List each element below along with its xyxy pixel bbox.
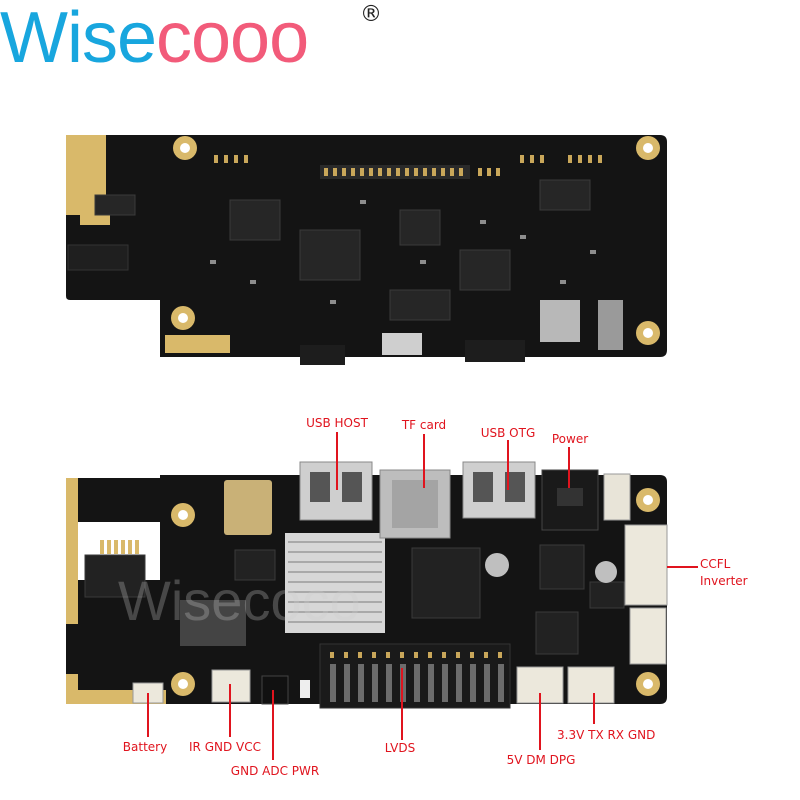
mounting-hole-icon (171, 503, 195, 527)
callout-lines (147, 432, 698, 760)
mounting-hole-icon (636, 321, 660, 345)
label-inverter: Inverter (700, 574, 748, 588)
mounting-hole-icon (636, 488, 660, 512)
pcb-bottom-side (66, 135, 667, 365)
lvds-connector (319, 643, 511, 709)
label-tf-card: TF card (401, 418, 447, 432)
label-lvds: LVDS (384, 741, 416, 755)
label-power: Power (551, 432, 589, 446)
registered-mark: ® (360, 2, 382, 27)
label-ir-gnd-vcc: IR GND VCC (189, 740, 261, 754)
label-5v-dm-dpg: 5V DM DPG (506, 753, 576, 767)
mounting-hole-icon (171, 306, 195, 330)
label-gnd-adc-pwr: GND ADC PWR (230, 764, 320, 778)
label-ccfl: CCFL (700, 557, 731, 571)
logo-text-pink: cooo (156, 0, 309, 78)
usb-otg-port (462, 461, 536, 519)
svg-text:Wisecoco: Wisecoco (118, 569, 361, 632)
pcb-top-side: Wisecoco (66, 461, 668, 709)
mounting-hole-icon (636, 136, 660, 160)
logo-text-blue: Wise (0, 0, 157, 78)
label-3v3-tx-rx-gnd: 3.3V TX RX GND (557, 728, 656, 742)
mounting-hole-icon (171, 672, 195, 696)
label-usb-host: USB HOST (306, 416, 368, 430)
heatsink (285, 533, 385, 633)
mounting-hole-icon (636, 672, 660, 696)
tf-card-slot (379, 469, 451, 539)
mounting-hole-icon (173, 136, 197, 160)
label-usb-otg: USB OTG (480, 426, 536, 440)
brand-logo: Wisecooo (0, 2, 309, 74)
label-battery: Battery (122, 740, 168, 754)
